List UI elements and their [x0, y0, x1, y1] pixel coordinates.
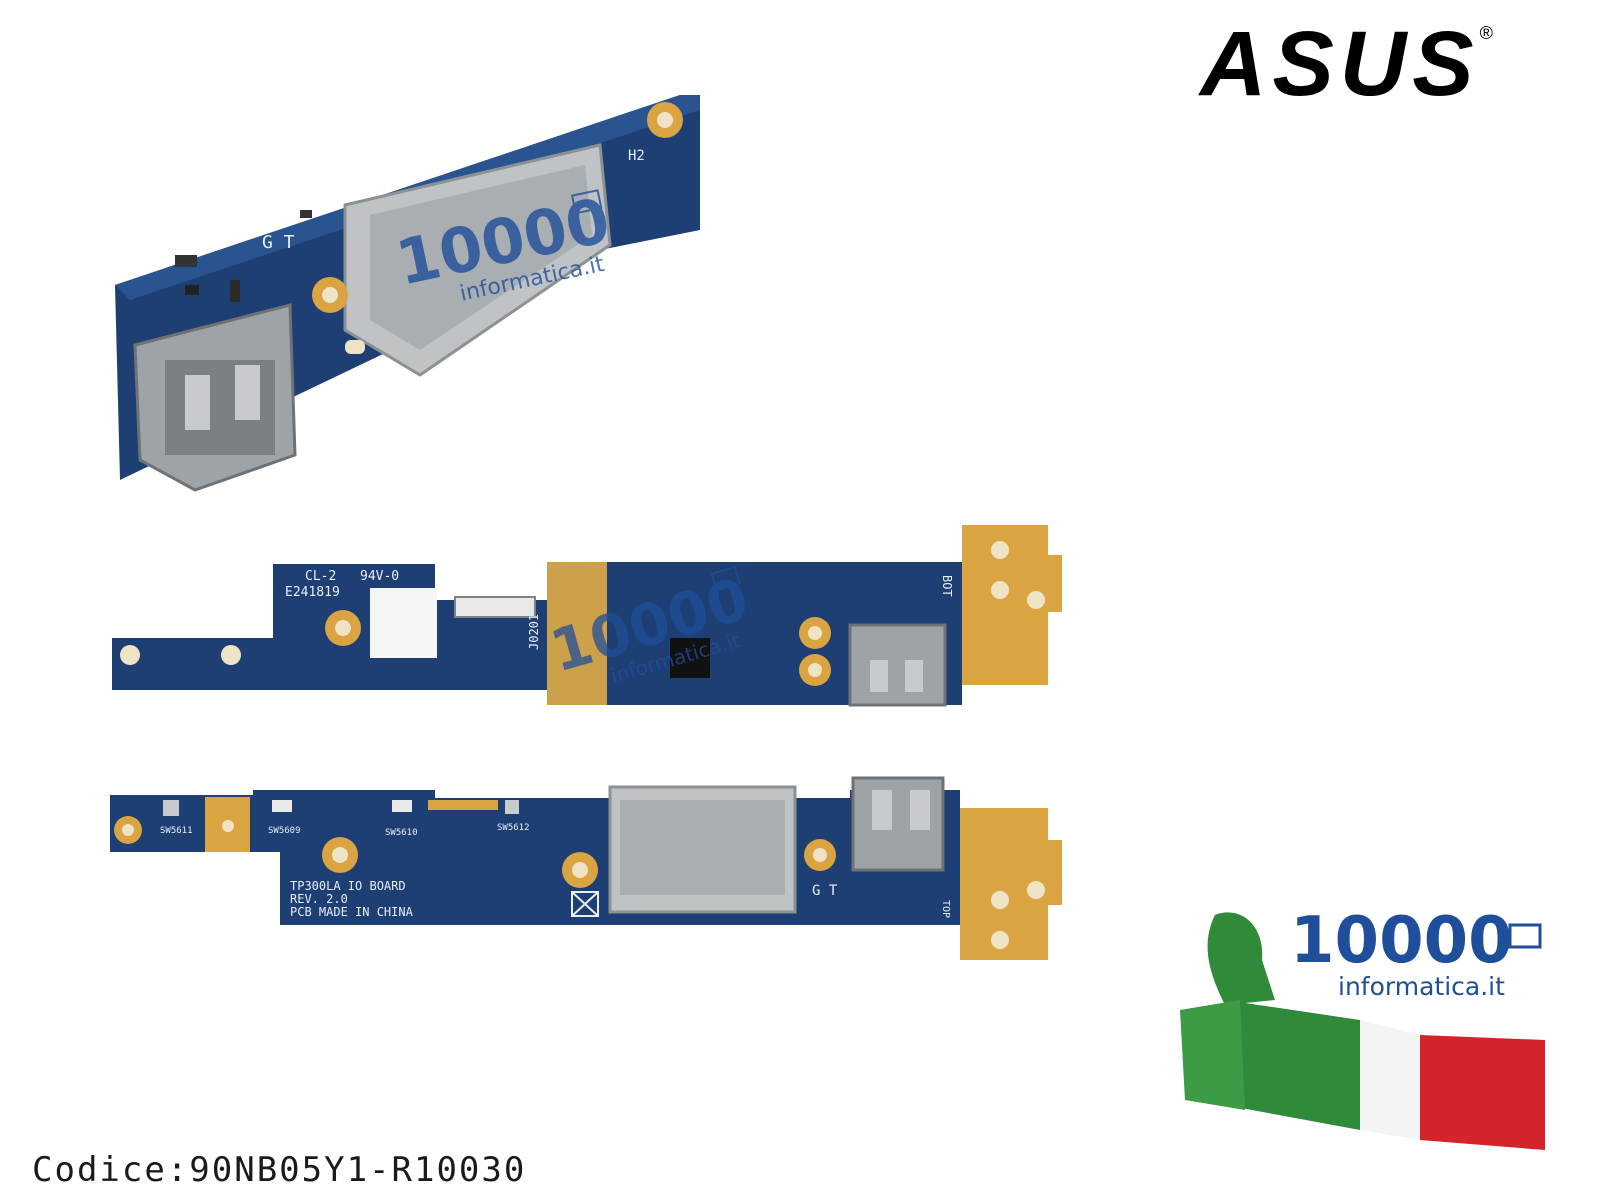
board-label-gt: G T — [812, 883, 838, 899]
io-board-bottom-side: SW5611 SW5609 SW5610 SW5612 TP300LA IO B… — [110, 776, 1062, 960]
badge-site: informatica.it — [1338, 972, 1505, 1001]
board-label-sw5612: SW5612 — [497, 823, 530, 833]
board-top-label-cl2: CL-2 — [305, 569, 336, 584]
board-top-label-j0201: J0201 — [527, 614, 541, 650]
laptop-icon — [710, 565, 741, 592]
board-label-sw5610: SW5610 — [385, 828, 418, 838]
board-angled-label-h2: H2 — [628, 148, 645, 164]
board-label-rev: REV. 2.0 — [290, 892, 348, 906]
board-label-sw5611: SW5611 — [160, 826, 193, 836]
asus-logo: ASUS® — [1200, 18, 1499, 110]
board-top-label-bot: BOT — [940, 575, 954, 597]
brand-badge: 10000 informatica.it — [1180, 904, 1545, 1150]
board-angled-label-gt: G T — [262, 232, 295, 253]
io-board-top-side: CL-2 94V-0 E241819 J0201 BOT — [112, 525, 1062, 707]
io-board-angled: G T H2 — [115, 95, 700, 492]
board-label-made-in: PCB MADE IN CHINA — [290, 905, 414, 919]
badge-number: 10000 — [1290, 904, 1513, 978]
board-label-sw5609: SW5609 — [268, 826, 301, 836]
board-top-label-94v0: 94V-0 — [360, 569, 399, 584]
board-label-name: TP300LA IO BOARD — [290, 879, 406, 893]
product-code: Codice:90NB05Y1-R10030 — [32, 1150, 527, 1190]
board-top-label-e241819: E241819 — [285, 585, 340, 600]
laptop-icon — [570, 189, 603, 215]
brand-name: ASUS — [1200, 13, 1480, 115]
laptop-icon — [1508, 923, 1542, 949]
board-label-top: TOP — [940, 900, 951, 918]
registered-mark: ® — [1479, 23, 1499, 43]
